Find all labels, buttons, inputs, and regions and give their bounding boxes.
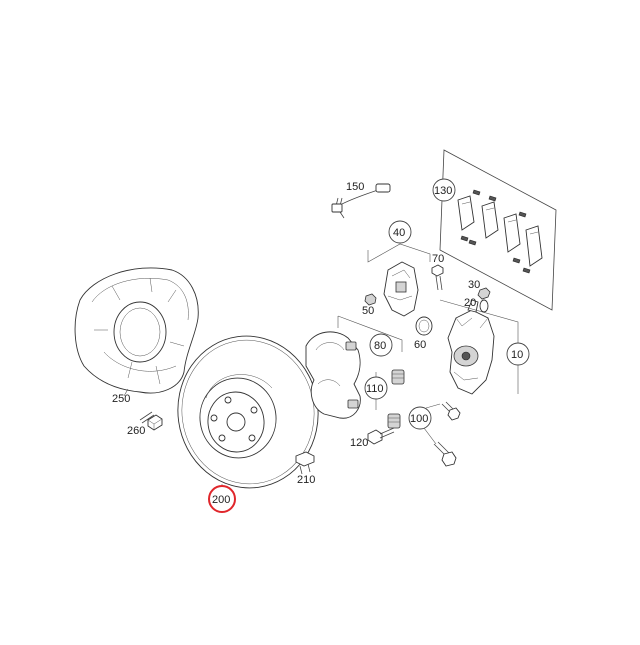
wear-sensor-150[interactable]: [331, 183, 391, 219]
label-120: 120: [350, 437, 368, 449]
label-70: 70: [432, 253, 444, 265]
callout-40[interactable]: [388, 220, 412, 244]
seal-ring-60[interactable]: [415, 316, 433, 336]
pad-kit-frame: [439, 149, 557, 311]
label-60: 60: [414, 339, 426, 351]
label-80: 80: [374, 340, 386, 352]
brake-pads[interactable]: [457, 195, 543, 267]
dust-shield[interactable]: [74, 267, 199, 394]
bleeder-70[interactable]: [431, 264, 444, 291]
label-200: 200: [212, 494, 230, 506]
pin-20[interactable]: [479, 299, 489, 313]
caliper-housing[interactable]: [447, 299, 495, 395]
label-110: 110: [366, 383, 384, 395]
label-20: 20: [464, 297, 476, 309]
label-100: 100: [410, 413, 428, 425]
callout-80[interactable]: [369, 333, 393, 357]
callout-130[interactable]: [432, 178, 456, 202]
pad-clips[interactable]: [460, 189, 531, 274]
screw-210[interactable]: [295, 451, 315, 475]
label-260: 260: [127, 425, 145, 437]
label-10: 10: [511, 349, 523, 361]
label-210: 210: [297, 474, 315, 486]
bolt-120[interactable]: [367, 427, 395, 445]
label-40: 40: [393, 227, 405, 239]
bushing-110[interactable]: [387, 369, 405, 429]
label-250: 250: [112, 393, 130, 405]
brake-disc[interactable]: [168, 327, 328, 497]
callout-100[interactable]: [408, 406, 432, 430]
label-150: 150: [346, 181, 364, 193]
bracket-80: [337, 315, 403, 352]
bolt-100[interactable]: [433, 401, 461, 467]
label-130: 130: [434, 185, 452, 197]
bolt-260[interactable]: [139, 411, 163, 431]
cap-30[interactable]: [477, 287, 491, 300]
caliper-carrier[interactable]: [305, 331, 361, 419]
label-50: 50: [362, 305, 374, 317]
caliper-piston-40[interactable]: [383, 261, 419, 317]
boot-50[interactable]: [364, 293, 377, 306]
callout-200-highlight[interactable]: [208, 485, 236, 513]
label-30: 30: [468, 279, 480, 291]
